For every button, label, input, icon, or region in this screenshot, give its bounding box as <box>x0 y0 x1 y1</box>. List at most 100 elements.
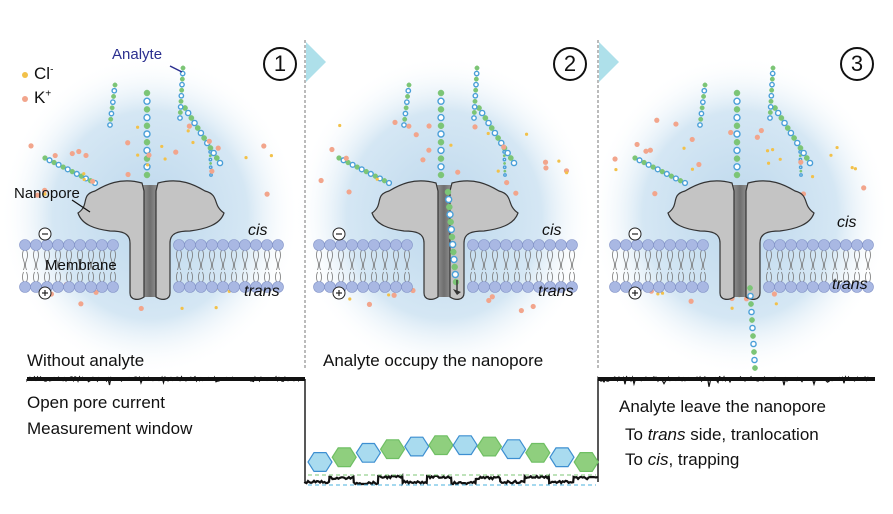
analyte-bead-blue <box>798 149 803 154</box>
lipid-tail <box>769 249 772 271</box>
lipid-head <box>478 281 490 293</box>
lipid-tail <box>492 271 494 283</box>
lipid-tail <box>256 249 259 271</box>
analyte-strand <box>767 65 776 121</box>
analyte-bead-blue <box>798 165 803 170</box>
analyte-bead-blue <box>502 157 507 162</box>
lipid-head <box>686 239 698 251</box>
lipid-bilayer <box>313 239 578 293</box>
lipid-tail <box>825 271 827 283</box>
cl-ion <box>338 123 342 128</box>
pore-left-half <box>667 180 735 300</box>
analyte-bead-blue <box>699 99 706 106</box>
analyte-bead-blue <box>405 87 412 94</box>
lipid-head <box>30 239 42 251</box>
lipid-tail <box>678 249 681 271</box>
lipid-tail <box>179 249 182 271</box>
analyte-bead-green <box>363 168 369 175</box>
lipid-tail <box>835 249 838 271</box>
analyte-bead-blue <box>767 103 774 110</box>
negative-electrode-icon <box>332 227 346 241</box>
ions <box>28 123 274 198</box>
lipid-tail <box>364 271 366 283</box>
lipid-tail <box>802 249 805 271</box>
cl-ion <box>43 192 47 196</box>
lipid-head <box>796 239 808 251</box>
k-ion <box>76 148 82 155</box>
lipid-head <box>807 281 819 293</box>
hexagon-green <box>379 439 406 460</box>
lipid-tail <box>330 249 333 271</box>
cis-label-3: cis <box>837 214 857 231</box>
lipid-head <box>489 239 501 251</box>
lipid-head <box>173 281 185 293</box>
lipid-tail <box>843 249 846 271</box>
analyte-bead-blue <box>485 119 492 127</box>
analyte-label: Analyte <box>112 46 163 63</box>
lipid-tail <box>481 249 484 271</box>
analyte-bead-green <box>208 146 212 150</box>
analyte-bead-green <box>452 278 460 286</box>
analyte-bead-green <box>42 155 48 161</box>
cl-ion <box>82 177 86 182</box>
analyte-bead-green <box>406 82 412 88</box>
lipid-tail <box>858 271 860 283</box>
lipid-tail <box>496 271 498 283</box>
analyte-bead-blue <box>503 173 507 177</box>
analyte-bead-blue <box>748 308 755 316</box>
lipid-head <box>107 281 119 293</box>
lipid-head <box>544 239 556 251</box>
analyte-bead-green <box>472 98 478 104</box>
analyte-bead-blue <box>208 149 213 154</box>
lipid-tail <box>338 271 340 283</box>
lipid-tail <box>813 249 816 271</box>
lipid-tail <box>26 271 28 283</box>
analyte-bead-green <box>403 105 409 111</box>
lipid-tail <box>481 271 483 283</box>
cl-ion <box>829 153 833 157</box>
panel-3-line-1: To trans side, tranlocation <box>625 425 819 445</box>
panel-2 <box>294 55 594 375</box>
analyte-bead-blue <box>358 166 365 173</box>
analyte-strand <box>437 89 445 179</box>
lipid-head <box>217 281 229 293</box>
lipid-head <box>368 281 380 293</box>
lipid-tail <box>397 271 399 283</box>
step-2-badge: 2 <box>553 47 587 81</box>
hexagon-green <box>573 452 599 472</box>
lipid-tail <box>275 249 278 271</box>
analyte-bead-green <box>769 76 775 82</box>
lipid-tail <box>626 249 629 271</box>
analyte-bead-green <box>372 173 379 179</box>
lipid-head <box>52 239 64 251</box>
lipid-tail <box>59 271 61 283</box>
analyte-bead-green <box>69 168 75 175</box>
lipid-tail <box>209 271 211 283</box>
step-3-badge: 3 <box>840 47 874 81</box>
lipid-tail <box>58 249 61 271</box>
lipid-head <box>52 281 64 293</box>
analyte-bead-green <box>177 109 183 115</box>
lipid-tail <box>44 249 47 271</box>
lipid-tail <box>393 249 396 271</box>
panel-1-line-2: Measurement window <box>27 419 193 438</box>
cl-ion <box>180 306 184 310</box>
cl-ion <box>656 292 660 296</box>
lipid-tail <box>503 271 505 283</box>
analyte-bead-green <box>188 115 195 121</box>
hexagon-blue <box>355 442 382 463</box>
analyte-strand <box>632 155 689 187</box>
lipid-tail <box>681 249 684 271</box>
lipid-head <box>228 239 240 251</box>
lipid-tail <box>637 249 640 271</box>
cl-ion <box>82 172 86 176</box>
nanopore <box>667 180 815 300</box>
translocation-arrowhead <box>453 289 461 295</box>
lipid-tail <box>404 271 406 283</box>
analyte-bead-green <box>405 93 411 99</box>
analyte-bead-blue <box>55 161 62 168</box>
analyte-bead-blue <box>510 159 518 167</box>
lipid-head <box>697 239 709 251</box>
lipid-tail <box>671 271 673 283</box>
